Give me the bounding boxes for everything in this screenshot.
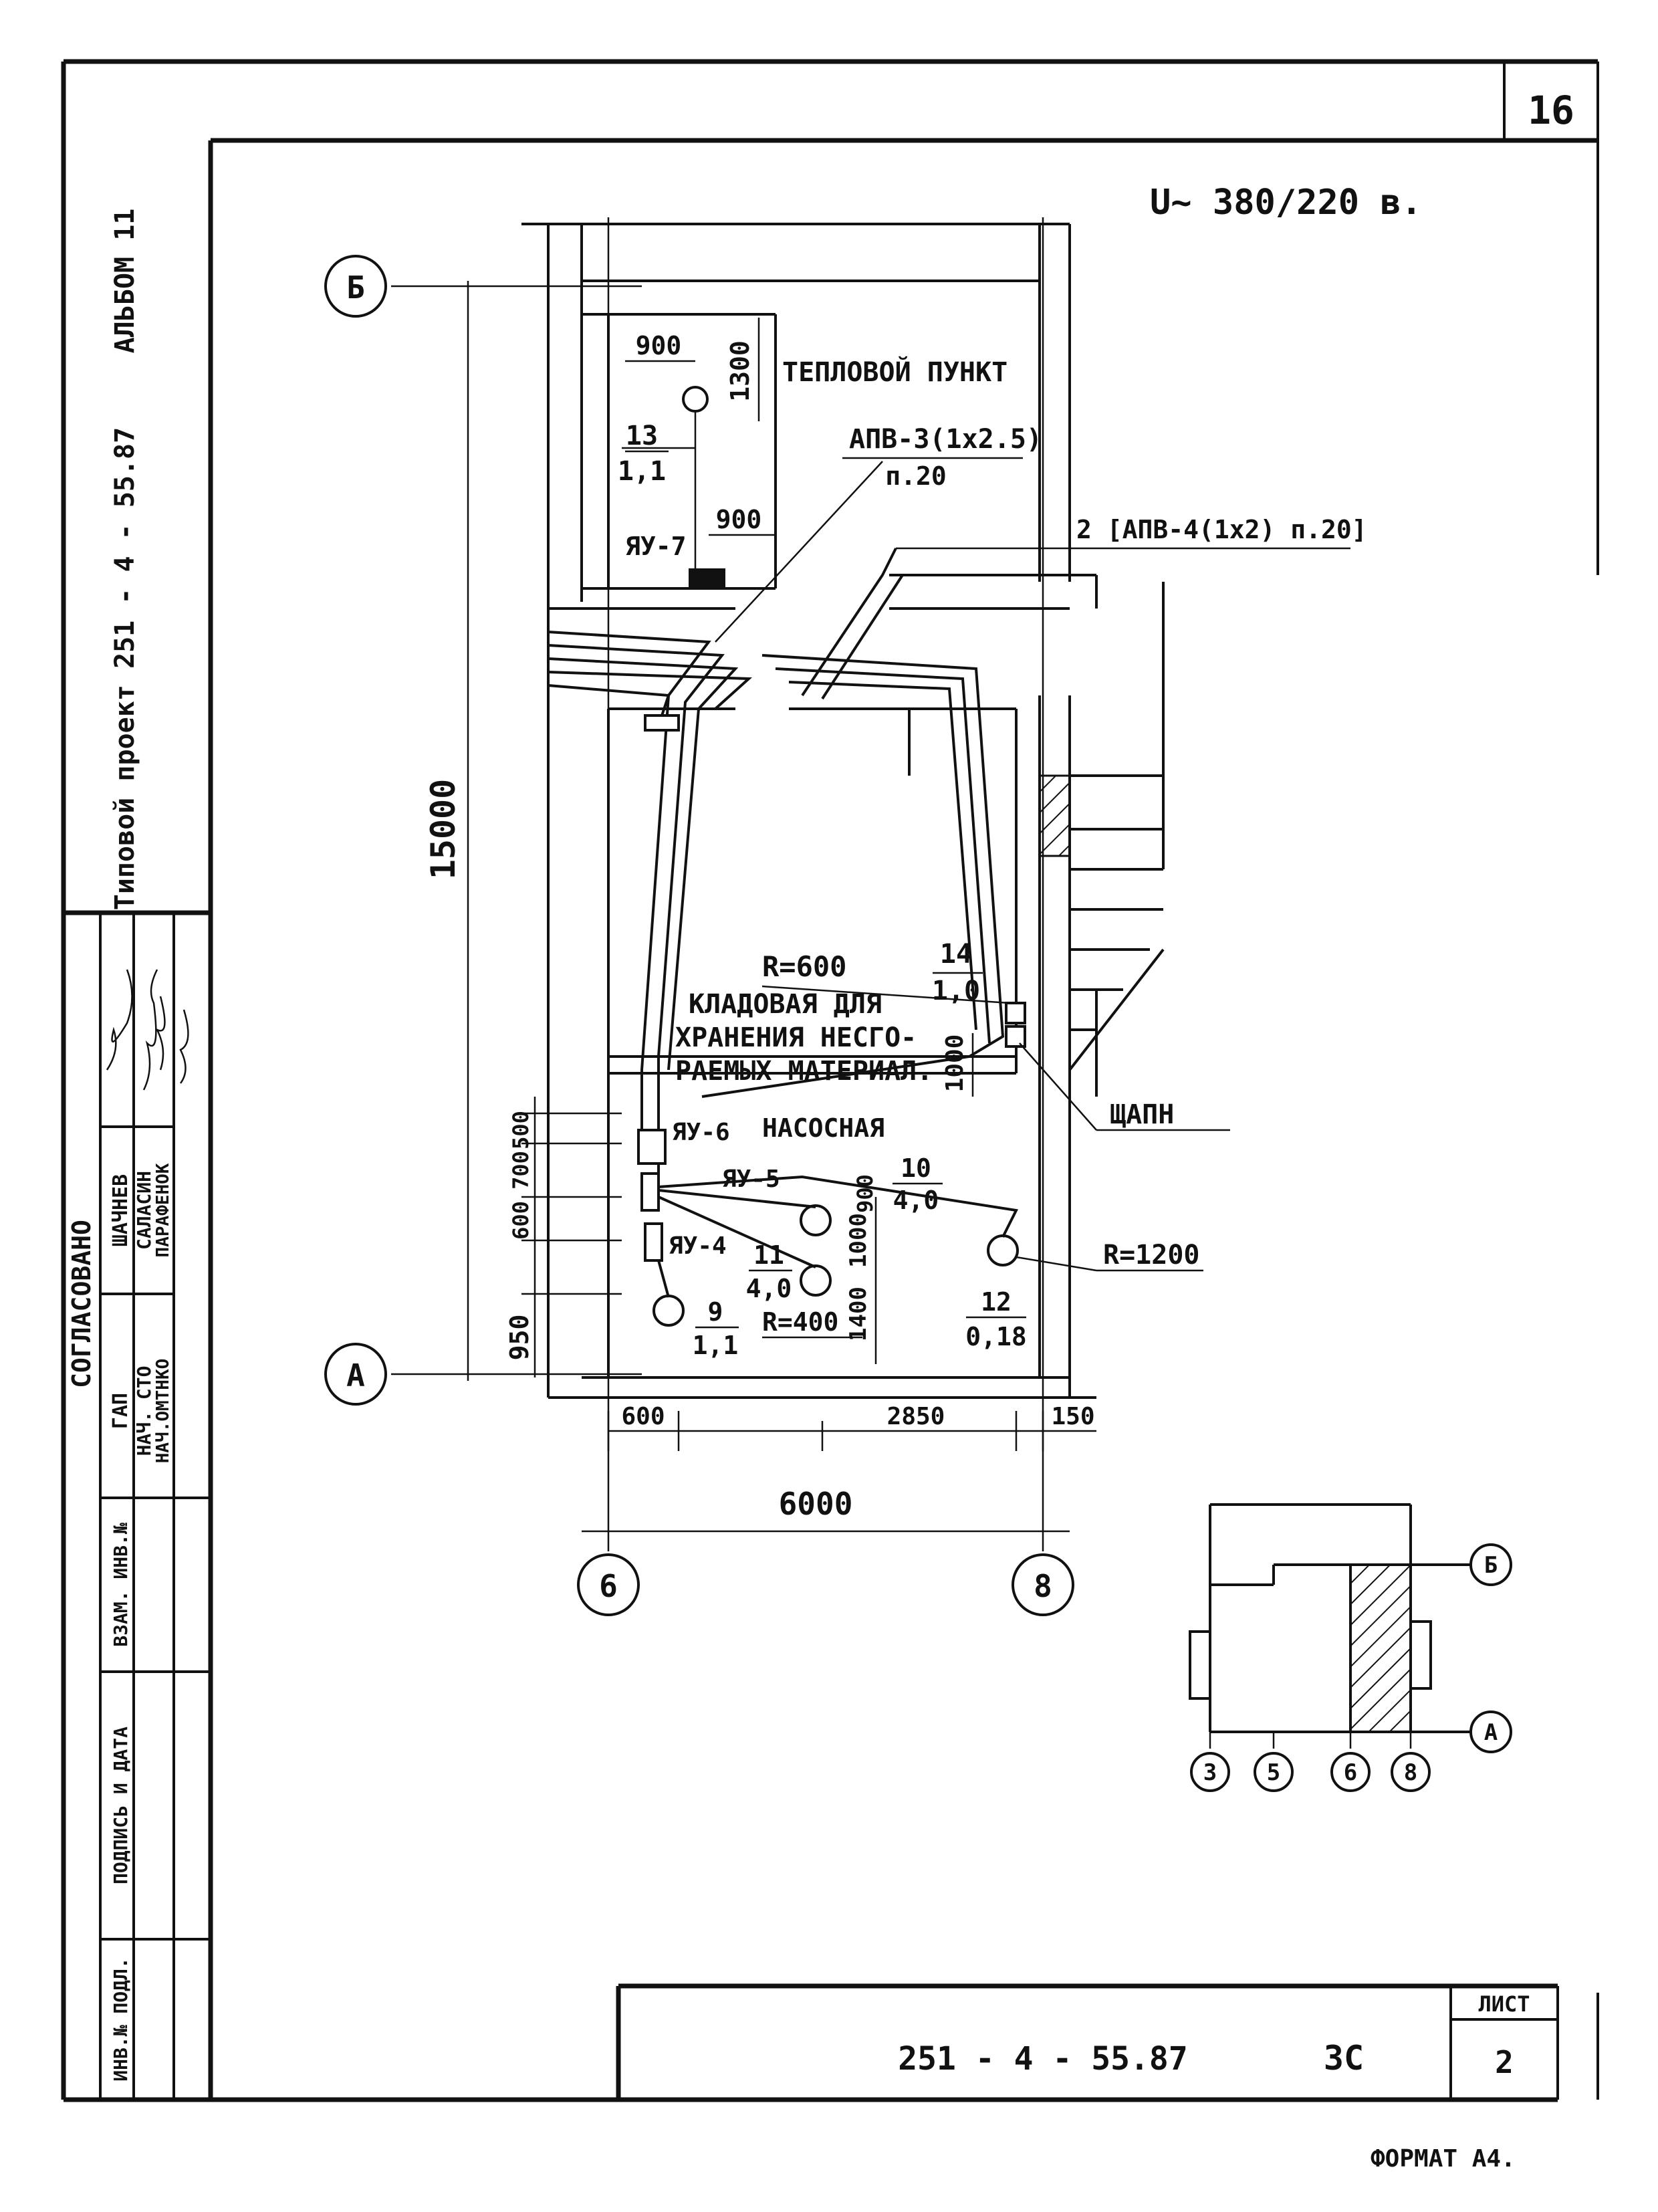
agreed-label: СОГЛАСОВАНО [67,1220,96,1388]
axis-marker-b [324,255,387,318]
load-10-val: 4,0 [893,1186,939,1215]
sheet-frame [61,59,1599,2102]
key-axis-markers [1190,1543,1512,1792]
album-label: АЛЬБОМ 11 [110,209,140,354]
page-number: 16 [1528,88,1574,133]
key-axis-8: 8 [1404,1759,1417,1786]
radius-1200: R=1200 [1103,1240,1200,1270]
load-9-num: 9 [708,1297,723,1327]
room-heat-point: ТЕПЛОВОЙ ПУНКТ [782,356,1008,388]
pump-room-boxes [637,1129,667,1262]
dim-950: 950 [505,1315,534,1361]
sheet-number: 2 [1495,2044,1514,2080]
dim-700: 700 [508,1151,534,1190]
leader-r600 [761,985,1010,1004]
load-13-num: 13 [626,421,658,451]
axis-marker-a [324,1343,387,1406]
approval-name-1: ШАЧНЕВ [109,1174,132,1246]
dim-2850: 2850 [887,1403,945,1430]
cable-apv3-route: п.20 [885,461,947,491]
key-axis-b: Б [1484,1552,1498,1579]
load-14-val: 1,0 [932,976,980,1006]
dim-15000: 15000 [424,779,463,880]
load-9-val: 1,1 [693,1331,739,1360]
load-10-num: 10 [901,1153,931,1183]
axis-label-6: 6 [599,1568,618,1604]
dim-1300: 1300 [725,340,755,402]
leader-r1200 [1016,1256,1097,1272]
dim-1000: 1000 [941,1034,969,1093]
leader-shapn [1019,1042,1097,1131]
pump-motors [653,1204,1019,1327]
approval-name-2: САЛАСИН [133,1171,155,1250]
axis-label-b: Б [346,269,365,306]
room-storage-line2: ХРАНЕНИЯ НЕСГО- [675,1022,917,1053]
load-14-num: 14 [940,939,972,970]
cable-apv3: АПВ-3(1х2.5) [849,424,1042,455]
dim-600b: 600 [508,1201,534,1240]
load-12-num: 12 [981,1287,1012,1317]
approval-role-2: НАЧ. СТО [133,1366,155,1456]
margin-strip [64,910,211,2100]
field-replaced-inv: ВЗАМ. ИНВ.№ [110,1523,132,1647]
room-storage-line1: КЛАДОВАЯ ДЛЯ [689,989,882,1020]
key-axis-5: 5 [1267,1759,1280,1786]
box-yu4: ЯУ-4 [669,1232,727,1260]
doc-mark: ЗС [1324,2039,1364,2078]
format-label: ФОРМАТ А4. [1371,2145,1516,2173]
dim-1400: 1400 [845,1287,872,1341]
dim-900c: 900 [852,1174,878,1213]
key-axis-3: 3 [1203,1759,1217,1786]
key-plan-outline [1189,1503,1471,1749]
room-storage-line3: РАЕМЫХ МАТЕРИАЛ. [675,1056,933,1087]
approval-role-1: ГАП [109,1393,132,1429]
dim-150: 150 [1051,1403,1094,1430]
dim-6000: 6000 [779,1486,853,1522]
voltage-note: U~ 380/220 в. [1150,183,1422,223]
title-block [616,1983,1559,2100]
approval-role-3: НАЧ.ОМТНКО [153,1359,173,1464]
box-yu7: ЯУ-7 [625,532,687,561]
axis-label-a: А [346,1357,365,1394]
box-yu6: ЯУ-6 [672,1119,730,1146]
key-plan-highlight [1349,1563,1412,1733]
axis-marker-8 [1012,1553,1074,1616]
dim-500: 500 [508,1111,534,1149]
panel-shapn: ЩАПН [1110,1099,1174,1130]
doc-code: 251 - 4 - 55.87 [898,2040,1187,2078]
pump-room-cables [657,1175,1019,1298]
approval-name-3: ПАРАФЕНОК [153,1163,173,1257]
key-axis-a: А [1484,1719,1498,1746]
room-pump: НАСОСНАЯ [762,1113,884,1143]
signature-images [106,969,189,1091]
project-label: Типовой проект 251 - 4 - 55.87 [110,427,140,910]
building-walls [521,223,1165,1399]
sheet-label: ЛИСТ [1478,1991,1530,2017]
dim-ticks-bottom [607,1411,1044,1451]
key-axis-6: 6 [1344,1759,1357,1786]
hatched-wall-segment [1038,774,1071,857]
load-13-val: 1,1 [618,456,666,487]
load-12-val: 0,18 [965,1322,1027,1351]
load-11-val: 4,0 [746,1274,792,1303]
dim-ticks-left [521,1112,622,1295]
cable-bundle [548,548,1005,1177]
dim-900a: 900 [636,331,682,360]
panel-shapn-boxes [1005,1002,1026,1048]
axis-marker-6 [577,1553,640,1616]
cable-2apv4: 2 [АПВ-4(1х2) п.20] [1076,515,1367,544]
dim-600: 600 [621,1403,665,1430]
axis-label-8: 8 [1034,1568,1052,1604]
load-11-num: 11 [753,1240,784,1270]
dim-1000b: 1000 [845,1213,872,1268]
field-signature-date: ПОДПИСЬ И ДАТА [110,1727,132,1884]
field-original-inv: ИНВ.№ ПОДЛ. [110,1957,132,2081]
dim-900b: 900 [716,505,762,534]
heat-point-equipment [644,386,725,732]
radius-600: R=600 [762,950,846,983]
leader-apv3 [715,461,883,643]
radius-400: R=400 [762,1307,838,1337]
